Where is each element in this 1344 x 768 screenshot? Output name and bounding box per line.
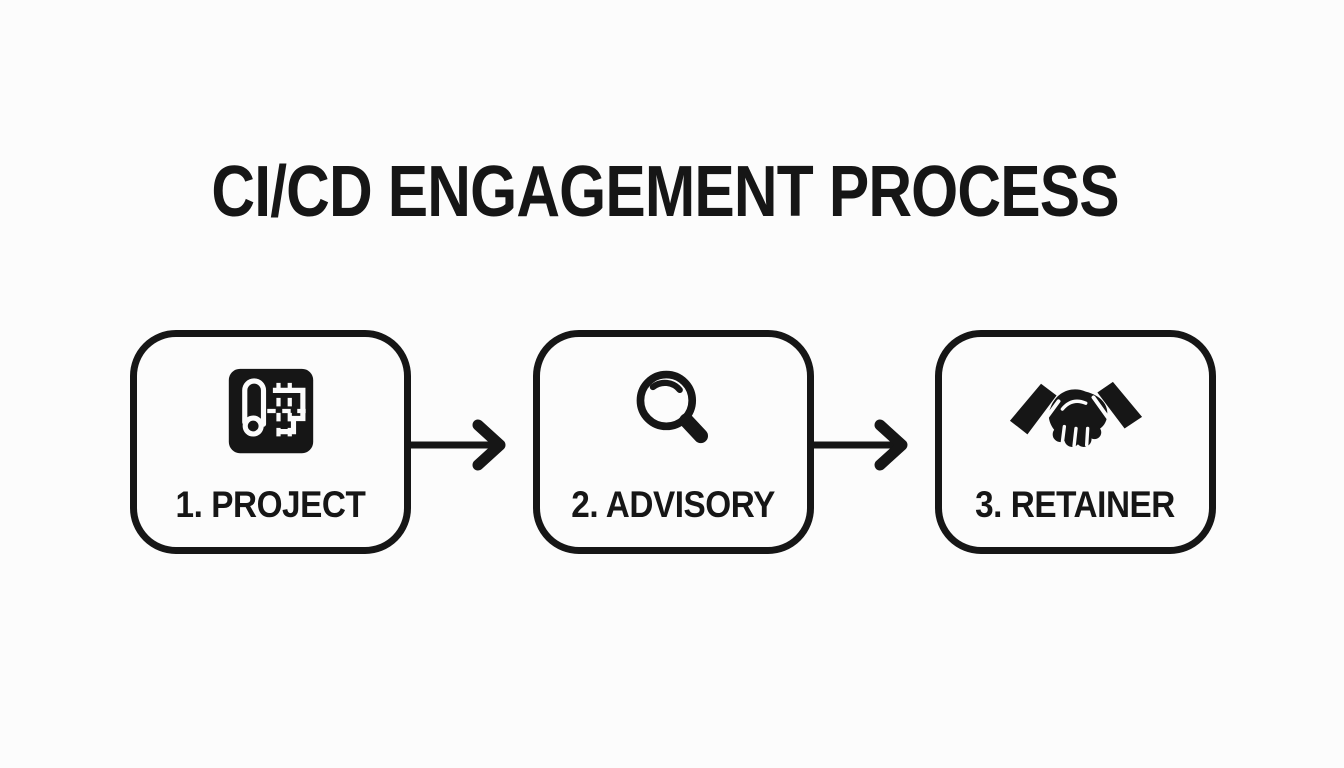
blueprint-icon: [137, 365, 404, 457]
step-box-advisory: 2. ADVISORY: [533, 330, 814, 554]
step-box-retainer: 3. RETAINER: [935, 330, 1216, 554]
diagram-title: CI/CD ENGAGEMENT PROCESS: [0, 156, 1330, 228]
flow-arrow-1: [408, 419, 506, 471]
step-box-project: 1. PROJECT: [130, 330, 411, 554]
step-label-retainer: 3. RETAINER: [975, 484, 1176, 525]
diagram-title-text: CI/CD ENGAGEMENT PROCESS: [211, 152, 1119, 232]
magnifier-icon: [540, 365, 807, 457]
handshake-icon: [942, 365, 1209, 457]
step-label-advisory: 2. ADVISORY: [571, 484, 776, 525]
step-label-project: 1. PROJECT: [175, 484, 366, 525]
flow-arrow-2: [810, 419, 908, 471]
